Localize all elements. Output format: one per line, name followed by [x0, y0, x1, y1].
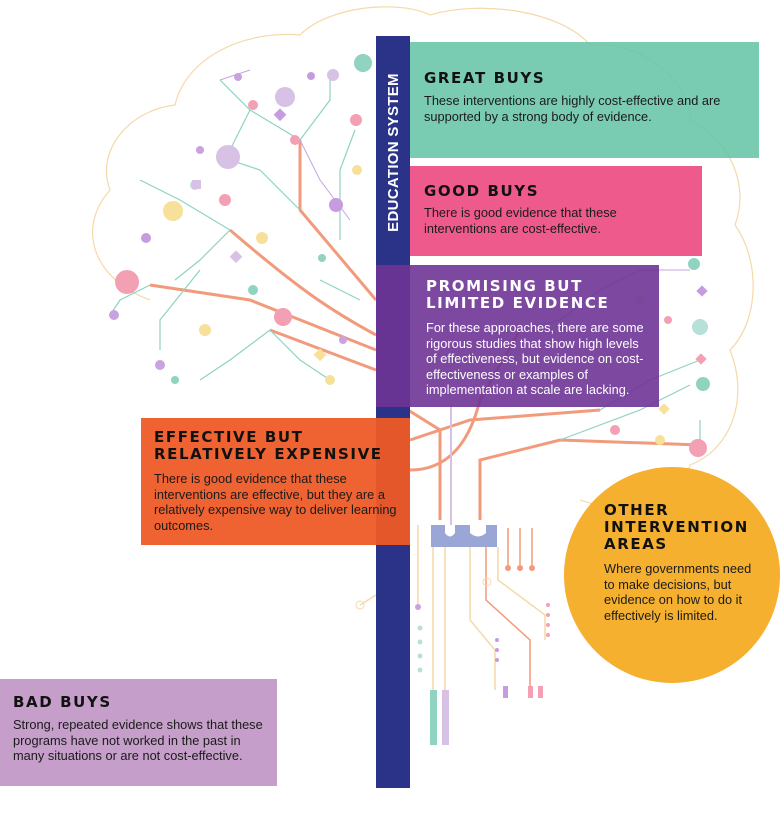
- promising-description: For these approaches, there are some rig…: [426, 320, 644, 397]
- bad-buys-description: Strong, repeated evidence shows that the…: [13, 717, 263, 763]
- other-title-line1: OTHER: [604, 501, 670, 519]
- bad-buys-box: BAD BUYS Strong, repeated evidence shows…: [0, 679, 277, 786]
- other-areas-circle: OTHER INTERVENTION AREAS Where governmen…: [564, 467, 780, 683]
- other-title-line2: INTERVENTION: [604, 518, 749, 536]
- great-buys-box: GREAT BUYS These interventions are highl…: [410, 42, 759, 158]
- trunk-label-text: EDUCATION SYSTEM: [384, 72, 402, 232]
- trunk-label: EDUCATION SYSTEM: [376, 36, 410, 268]
- other-title-line3: AREAS: [604, 535, 668, 553]
- promising-box: PROMISING BUT LIMITED EVIDENCE For these…: [376, 265, 659, 407]
- promising-title-line2: LIMITED EVIDENCE: [426, 294, 610, 312]
- other-description: Where governments need to make decisions…: [604, 561, 752, 623]
- promising-title-line1: PROMISING BUT: [426, 277, 583, 295]
- great-buys-title: GREAT BUYS: [424, 69, 546, 87]
- expensive-title-line2: RELATIVELY EXPENSIVE: [154, 445, 383, 463]
- expensive-title-line1: EFFECTIVE BUT: [154, 428, 304, 446]
- great-buys-description: These interventions are highly cost-effe…: [424, 93, 721, 124]
- good-buys-title: GOOD BUYS: [424, 182, 540, 200]
- effective-expensive-box: EFFECTIVE BUT RELATIVELY EXPENSIVE There…: [141, 418, 410, 545]
- expensive-description: There is good evidence that these interv…: [154, 471, 397, 533]
- good-buys-description: There is good evidence that these interv…: [424, 205, 617, 236]
- good-buys-box: GOOD BUYS There is good evidence that th…: [410, 166, 702, 256]
- education-system-trunk: [376, 36, 410, 788]
- bad-buys-title: BAD BUYS: [13, 693, 112, 711]
